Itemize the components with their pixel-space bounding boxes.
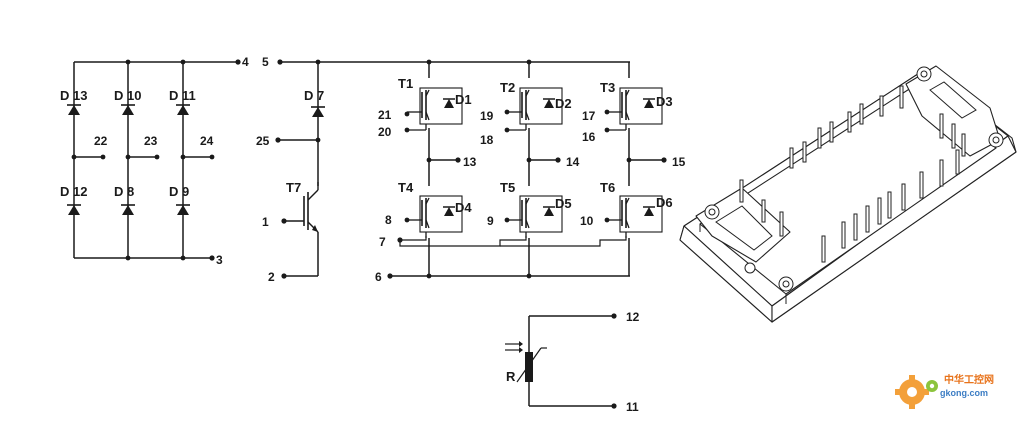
terminal-16: 16 xyxy=(582,130,596,144)
label-d10: D 10 xyxy=(114,88,141,103)
label-d3: D3 xyxy=(656,94,673,109)
terminal-24: 24 xyxy=(200,134,214,148)
watermark-site-cn: 中华工控网 xyxy=(944,373,994,386)
diode-d12 xyxy=(66,204,82,216)
label-t3: T3 xyxy=(600,80,615,95)
label-t5: T5 xyxy=(500,180,515,195)
label-d6: D6 xyxy=(656,195,673,210)
transistor-t5 xyxy=(507,195,563,238)
label-t4: T4 xyxy=(398,180,414,195)
label-d1: D1 xyxy=(455,92,472,107)
transistor-t7 xyxy=(281,182,319,279)
label-d5: D5 xyxy=(555,196,572,211)
label-d4: D4 xyxy=(455,200,472,215)
module-pins xyxy=(739,85,966,263)
label-d7: D 7 xyxy=(304,88,324,103)
brake-chopper: 5 D 7 25 T7 1 2 xyxy=(256,55,630,284)
terminal-1: 1 xyxy=(262,215,269,229)
terminal-9: 9 xyxy=(487,214,494,228)
terminal-15: 15 xyxy=(672,155,686,169)
transistor-t1 xyxy=(406,87,463,131)
terminal-6: 6 xyxy=(375,270,382,284)
label-d8: D 8 xyxy=(114,184,134,199)
terminal-23: 23 xyxy=(144,134,158,148)
label-t7: T7 xyxy=(286,180,301,195)
terminal-25: 25 xyxy=(256,134,270,148)
terminal-10: 10 xyxy=(580,214,594,228)
gear-icon xyxy=(895,375,938,409)
label-t6: T6 xyxy=(600,180,615,195)
terminal-8: 8 xyxy=(385,213,392,227)
terminal-3: 3 xyxy=(216,253,223,267)
watermark: 中华工控网 gkong.com xyxy=(895,373,994,409)
diode-d9 xyxy=(175,204,191,216)
module-package-drawing xyxy=(679,65,1017,323)
terminal-17: 17 xyxy=(582,109,596,123)
label-t2: T2 xyxy=(500,80,515,95)
diode-d8 xyxy=(120,204,136,216)
diode-d13 xyxy=(66,104,82,116)
label-t1: T1 xyxy=(398,76,413,91)
transistor-t6 xyxy=(607,195,663,238)
rectifier-bridge: D 13 D 10 D 11 D 12 D 8 D 9 4 22 23 24 3 xyxy=(60,55,249,267)
terminal-14: 14 xyxy=(566,155,580,169)
terminal-4: 4 xyxy=(242,55,249,69)
transistor-t3 xyxy=(607,87,663,131)
terminal-21: 21 xyxy=(378,108,392,122)
ntc-thermistor: R 12 11 xyxy=(505,310,640,414)
diode-d11 xyxy=(175,104,191,116)
terminal-19: 19 xyxy=(480,109,494,123)
terminal-13: 13 xyxy=(463,155,477,169)
label-d9: D 9 xyxy=(169,184,189,199)
label-d12: D 12 xyxy=(60,184,87,199)
label-d11: D 11 xyxy=(169,88,196,103)
terminal-22: 22 xyxy=(94,134,108,148)
terminal-7: 7 xyxy=(379,235,386,249)
terminal-2: 2 xyxy=(268,270,275,284)
label-d13: D 13 xyxy=(60,88,87,103)
terminal-20: 20 xyxy=(378,125,392,139)
diode-d7 xyxy=(310,106,326,118)
terminal-5: 5 xyxy=(262,55,269,69)
terminal-12: 12 xyxy=(626,310,640,324)
label-r: R xyxy=(506,369,516,384)
watermark-site-en: gkong.com xyxy=(940,388,988,398)
transistor-t2 xyxy=(507,87,563,131)
transistor-t4 xyxy=(407,195,463,238)
resistor-body xyxy=(525,352,533,382)
inverter-bridge: T1 T2 T3 T4 T5 T6 D1 D2 D3 D4 D5 D6 21 2… xyxy=(375,59,686,284)
diode-d10 xyxy=(120,104,136,116)
label-d2: D2 xyxy=(555,96,572,111)
terminal-11: 11 xyxy=(626,400,639,414)
terminal-18: 18 xyxy=(480,133,494,147)
